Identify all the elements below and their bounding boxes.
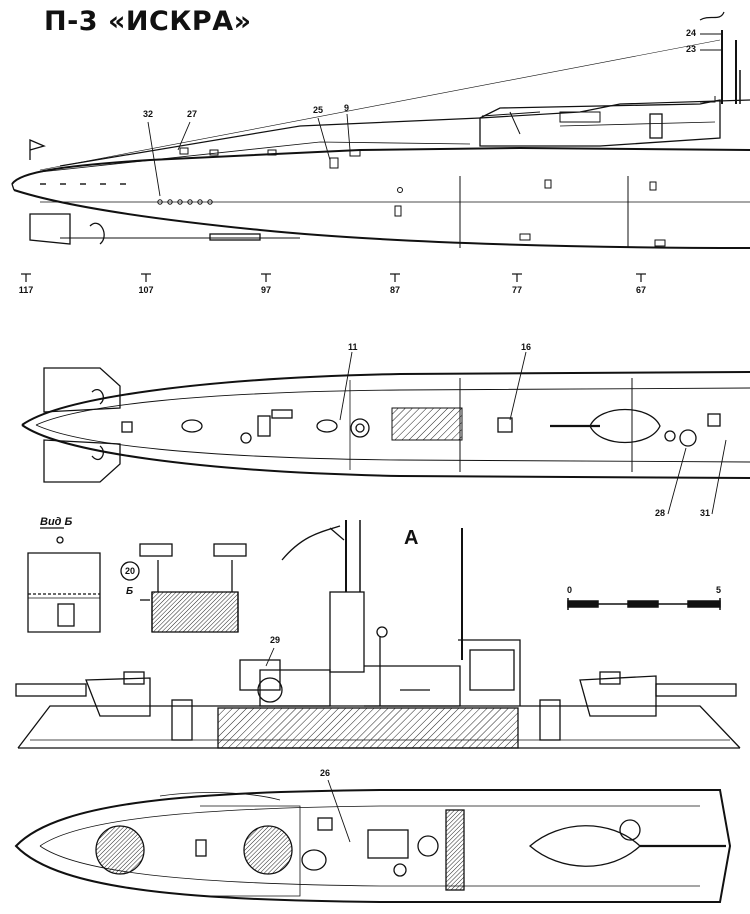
frame-label: 97	[260, 285, 271, 295]
section-a-label: А	[404, 527, 419, 549]
callout-32: 32	[143, 109, 154, 119]
side-view	[11, 11, 750, 282]
callout-28: 28	[655, 508, 666, 518]
section-a-elevation	[15, 520, 741, 749]
scale-bar	[567, 598, 721, 610]
frame-label: 77	[511, 285, 522, 295]
callout-31: 31	[700, 508, 711, 518]
view-b-label: Вид Б	[40, 516, 73, 528]
plan-view	[21, 351, 750, 515]
callout-24: 24	[686, 28, 697, 38]
callout-29: 29	[270, 635, 281, 645]
deck-plan	[14, 779, 732, 903]
callout-23: 23	[686, 44, 697, 54]
callout-20: 20	[125, 566, 136, 576]
callout-9: 9	[344, 103, 350, 113]
detail-20	[120, 543, 247, 633]
callout-27: 27	[187, 109, 198, 119]
scale-start: 0	[567, 585, 573, 595]
frame-label: 107	[138, 285, 154, 295]
drawing-title: П-3 «ИСКРА»	[44, 6, 252, 37]
scale-end: 5	[716, 585, 722, 595]
callout-11: 11	[348, 342, 358, 352]
callout-26: 26	[320, 768, 331, 778]
callout-16: 16	[521, 342, 532, 352]
frame-label: 87	[389, 285, 400, 295]
frame-label: 67	[635, 285, 646, 295]
callout-25: 25	[313, 105, 324, 115]
view-b-inset	[27, 527, 101, 633]
frame-label: 117	[18, 285, 34, 295]
view-b-arrow-label: Б	[126, 586, 134, 597]
